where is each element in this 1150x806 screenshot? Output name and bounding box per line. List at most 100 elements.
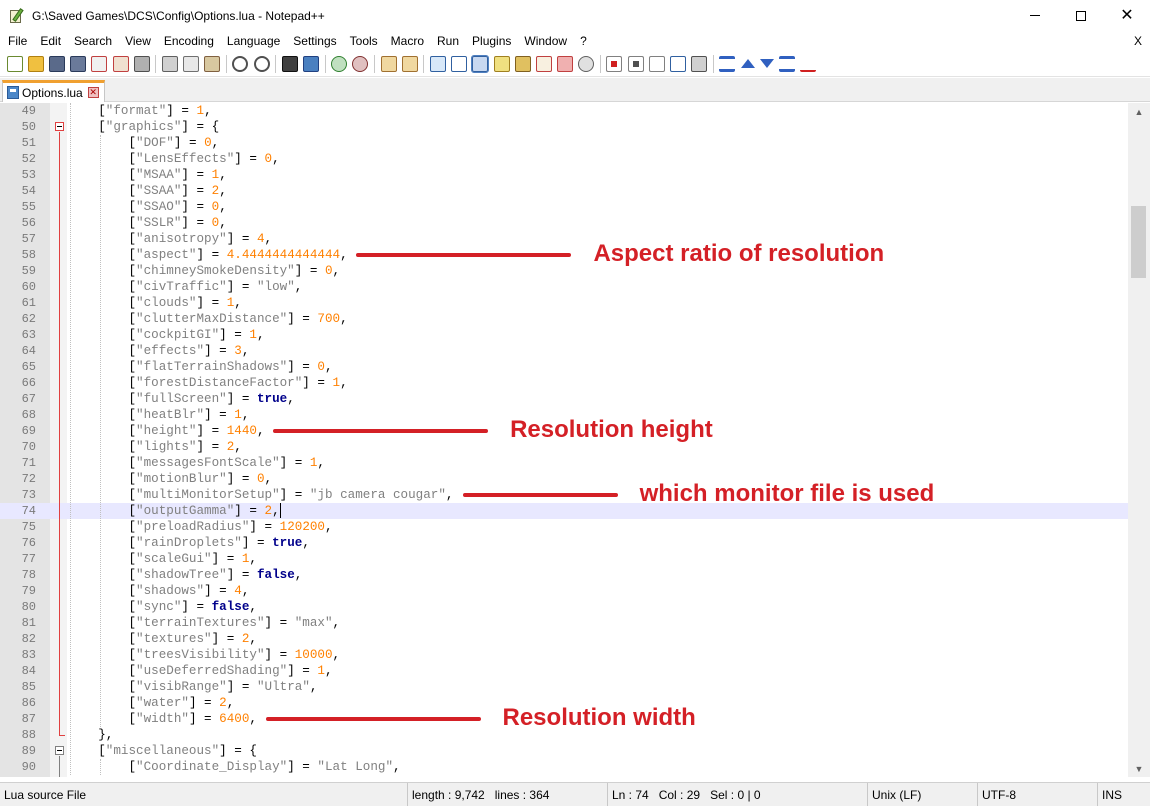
tab-close-icon[interactable]: ✕ bbox=[87, 87, 99, 98]
play-macro-icon[interactable] bbox=[648, 55, 665, 72]
code-line[interactable]: 69 ["height"] = 1440, bbox=[0, 423, 1128, 439]
code-line[interactable]: 83 ["treesVisibility"] = 10000, bbox=[0, 647, 1128, 663]
code-line[interactable]: 72 ["motionBlur"] = 0, bbox=[0, 471, 1128, 487]
scroll-down-icon[interactable]: ▼ bbox=[1134, 763, 1144, 774]
minimize-button[interactable] bbox=[1012, 0, 1058, 31]
close-all-icon[interactable] bbox=[112, 55, 129, 72]
run-macro-multiple-icon[interactable] bbox=[670, 55, 687, 72]
code-line[interactable]: 76 ["rainDroplets"] = true, bbox=[0, 535, 1128, 551]
save-macro-icon[interactable] bbox=[691, 55, 708, 72]
code-line[interactable]: 81 ["terrainTextures"] = "max", bbox=[0, 615, 1128, 631]
code-line[interactable]: 77 ["scaleGui"] = 1, bbox=[0, 551, 1128, 567]
document-map-icon[interactable] bbox=[514, 55, 531, 72]
code-line[interactable]: 56 ["SSLR"] = 0, bbox=[0, 215, 1128, 231]
word-wrap-icon[interactable] bbox=[429, 55, 446, 72]
redo-icon[interactable] bbox=[253, 55, 270, 72]
code-line[interactable]: 60 ["civTraffic"] = "low", bbox=[0, 279, 1128, 295]
code-line[interactable]: 66 ["forestDistanceFactor"] = 1, bbox=[0, 375, 1128, 391]
menu-tools[interactable]: Tools bbox=[349, 34, 378, 48]
menu-macro[interactable]: Macro bbox=[390, 34, 425, 48]
fold-toggle-icon[interactable] bbox=[55, 746, 64, 755]
arrow-down-icon[interactable] bbox=[759, 59, 774, 68]
indent-guide-icon[interactable] bbox=[471, 54, 490, 73]
replace-icon[interactable] bbox=[303, 55, 320, 72]
tab-options-lua[interactable]: Options.lua ✕ bbox=[2, 80, 105, 102]
vertical-scrollbar[interactable]: ▲ ▼ bbox=[1128, 103, 1150, 777]
scroll-up-icon[interactable]: ▲ bbox=[1134, 106, 1144, 117]
code-line[interactable]: 75 ["preloadRadius"] = 120200, bbox=[0, 519, 1128, 535]
maximize-button[interactable] bbox=[1058, 0, 1104, 31]
code-line[interactable]: 59 ["chimneySmokeDensity"] = 0, bbox=[0, 263, 1128, 279]
menu-run[interactable]: Run bbox=[437, 34, 460, 48]
print-icon[interactable] bbox=[133, 55, 150, 72]
code-line[interactable]: 65 ["flatTerrainShadows"] = 0, bbox=[0, 359, 1128, 375]
code-line[interactable]: 78 ["shadowTree"] = false, bbox=[0, 567, 1128, 583]
code-line[interactable]: 71 ["messagesFontScale"] = 1, bbox=[0, 455, 1128, 471]
code-line[interactable]: 55 ["SSAO"] = 0, bbox=[0, 199, 1128, 215]
menu-help[interactable]: ? bbox=[580, 34, 587, 48]
code-line[interactable]: 86 ["water"] = 2, bbox=[0, 695, 1128, 711]
show-all-characters-icon[interactable] bbox=[451, 55, 468, 72]
zoom-out-icon[interactable] bbox=[352, 55, 369, 72]
code-line[interactable]: 64 ["effects"] = 3, bbox=[0, 343, 1128, 359]
code-line[interactable]: 82 ["textures"] = 2, bbox=[0, 631, 1128, 647]
code-line[interactable]: 54 ["SSAA"] = 2, bbox=[0, 183, 1128, 199]
open-file-icon[interactable] bbox=[27, 55, 44, 72]
arrow-up-icon[interactable] bbox=[740, 59, 755, 68]
code-line[interactable]: 50 ["graphics"] = { bbox=[0, 119, 1128, 135]
code-line[interactable]: 80 ["sync"] = false, bbox=[0, 599, 1128, 615]
stop-macro-icon[interactable] bbox=[627, 55, 644, 72]
code-line[interactable]: 61 ["clouds"] = 1, bbox=[0, 295, 1128, 311]
code-line[interactable]: 84 ["useDeferredShading"] = 1, bbox=[0, 663, 1128, 679]
close-button[interactable]: ✕ bbox=[1104, 0, 1150, 31]
monitoring-icon[interactable] bbox=[578, 55, 595, 72]
code-line[interactable]: 63 ["cockpitGI"] = 1, bbox=[0, 327, 1128, 343]
code-line[interactable]: 67 ["fullScreen"] = true, bbox=[0, 391, 1128, 407]
spell-check-icon[interactable] bbox=[800, 55, 817, 72]
save-icon[interactable] bbox=[48, 55, 65, 72]
copy-icon[interactable] bbox=[183, 55, 200, 72]
function-list-icon[interactable] bbox=[535, 55, 552, 72]
code-line[interactable]: 52 ["LensEffects"] = 0, bbox=[0, 151, 1128, 167]
new-file-icon[interactable] bbox=[6, 55, 23, 72]
code-line[interactable]: 51 ["DOF"] = 0, bbox=[0, 135, 1128, 151]
menu-file[interactable]: File bbox=[8, 34, 28, 48]
menu-view[interactable]: View bbox=[125, 34, 151, 48]
folder-as-workspace-icon[interactable] bbox=[557, 55, 574, 72]
close-document-button[interactable]: X bbox=[1133, 34, 1142, 48]
code-editor[interactable]: 49 ["format"] = 1,50 ["graphics"] = {51 … bbox=[0, 103, 1128, 777]
code-line[interactable]: 49 ["format"] = 1, bbox=[0, 103, 1128, 119]
code-line[interactable]: 70 ["lights"] = 2, bbox=[0, 439, 1128, 455]
code-line[interactable]: 58 ["aspect"] = 4.4444444444444, bbox=[0, 247, 1128, 263]
record-macro-icon[interactable] bbox=[606, 55, 623, 72]
fold-toggle-icon[interactable] bbox=[55, 122, 64, 131]
code-line[interactable]: 53 ["MSAA"] = 1, bbox=[0, 167, 1128, 183]
save-all-icon[interactable] bbox=[70, 55, 87, 72]
collapse-icon[interactable] bbox=[719, 55, 736, 72]
paste-icon[interactable] bbox=[204, 55, 221, 72]
find-icon[interactable] bbox=[281, 55, 298, 72]
code-line[interactable]: 57 ["anisotropy"] = 4, bbox=[0, 231, 1128, 247]
code-line[interactable]: 90 ["Coordinate_Display"] = "Lat Long", bbox=[0, 759, 1128, 775]
sync-vertical-icon[interactable] bbox=[380, 55, 397, 72]
code-line[interactable]: 62 ["clutterMaxDistance"] = 700, bbox=[0, 311, 1128, 327]
code-line[interactable]: 74 ["outputGamma"] = 2, bbox=[0, 503, 1128, 519]
menu-language[interactable]: Language bbox=[226, 34, 281, 48]
menu-search[interactable]: Search bbox=[74, 34, 113, 48]
code-line[interactable]: 68 ["heatBlr"] = 1, bbox=[0, 407, 1128, 423]
scrollbar-thumb[interactable] bbox=[1131, 206, 1146, 278]
menu-plugins[interactable]: Plugins bbox=[472, 34, 512, 48]
expand-icon[interactable] bbox=[778, 55, 795, 72]
code-line[interactable]: 89 ["miscellaneous"] = { bbox=[0, 743, 1128, 759]
undo-icon[interactable] bbox=[232, 55, 249, 72]
menu-settings[interactable]: Settings bbox=[293, 34, 337, 48]
code-line[interactable]: 79 ["shadows"] = 4, bbox=[0, 583, 1128, 599]
code-line[interactable]: 88 }, bbox=[0, 727, 1128, 743]
close-file-icon[interactable] bbox=[91, 55, 108, 72]
code-line[interactable]: 73 ["multiMonitorSetup"] = "jb camera co… bbox=[0, 487, 1128, 503]
menu-encoding[interactable]: Encoding bbox=[163, 34, 214, 48]
menu-edit[interactable]: Edit bbox=[40, 34, 62, 48]
menu-window[interactable]: Window bbox=[524, 34, 568, 48]
fold-margin[interactable] bbox=[50, 103, 67, 777]
sync-horizontal-icon[interactable] bbox=[401, 55, 418, 72]
